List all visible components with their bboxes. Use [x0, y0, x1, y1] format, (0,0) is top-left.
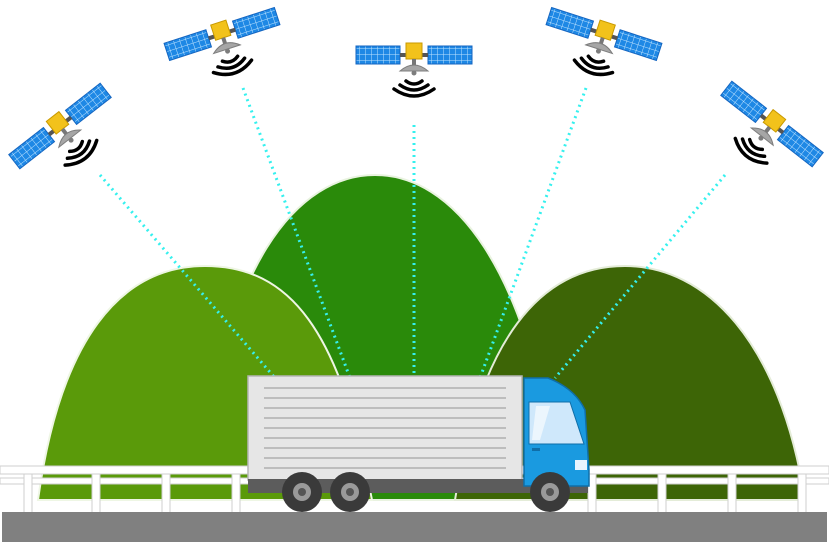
- trailer-lines: [264, 387, 506, 469]
- wheel-icon: [530, 472, 570, 512]
- satellites: [5, 2, 827, 196]
- guardrail-post: [91, 473, 101, 515]
- guardrail-post: [727, 473, 737, 515]
- signal-beams: [98, 87, 727, 379]
- guardrail-post: [797, 473, 807, 515]
- wheel-icon: [282, 472, 322, 512]
- guardrail-post: [231, 473, 241, 515]
- satellite-icon: [354, 41, 474, 98]
- guardrail-post: [161, 473, 171, 515]
- cab-window-shine: [532, 406, 550, 440]
- satellite-icon: [699, 77, 827, 194]
- satellite-icon: [5, 79, 133, 196]
- guardrail-post: [657, 473, 667, 515]
- wheel-icon: [330, 472, 370, 512]
- truck-icon: [247, 375, 590, 512]
- cab-door-handle: [532, 448, 540, 451]
- signal-beam: [553, 174, 727, 379]
- guardrail-post: [23, 473, 33, 515]
- cab-light: [575, 460, 587, 470]
- signal-beam: [98, 174, 277, 379]
- satellite-icon: [534, 2, 665, 93]
- road: [2, 512, 827, 542]
- satellite-icon: [161, 2, 292, 93]
